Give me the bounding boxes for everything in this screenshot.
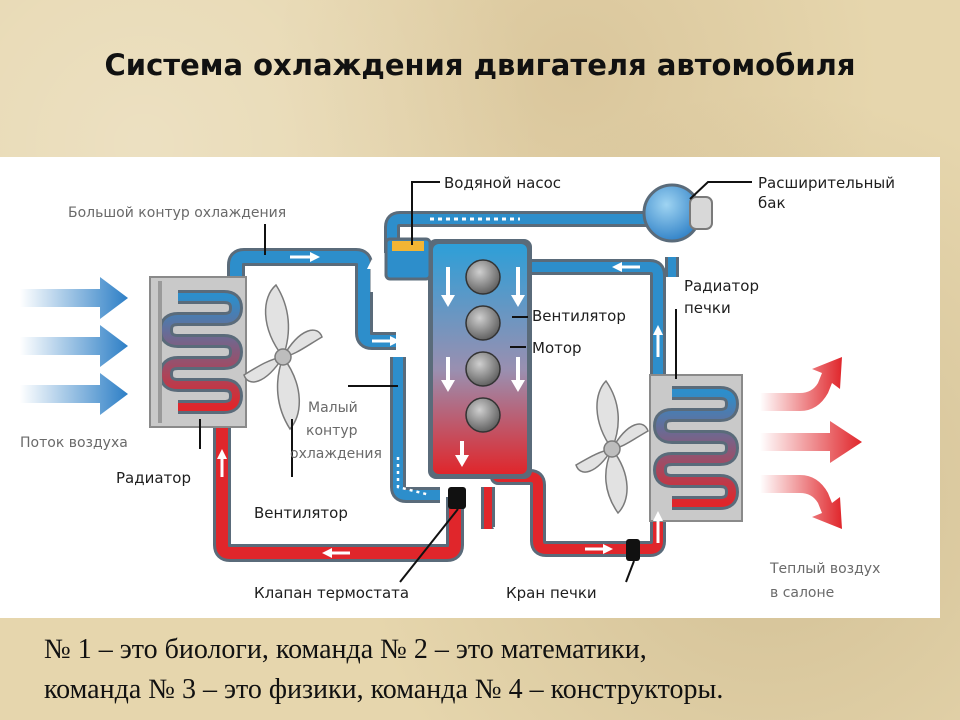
warm-air-label-1: Теплый воздух [769, 561, 880, 577]
radiator-label: Радиатор [116, 469, 191, 487]
engine-block [428, 239, 532, 479]
thermostat-label: Клапан термостата [254, 584, 409, 602]
fan-left-label: Вентилятор [254, 504, 348, 522]
warm-air-label-2: в салоне [770, 585, 834, 601]
hot-return-pipe [200, 406, 464, 562]
tank-feed-pipe [384, 211, 660, 253]
slide-title: Система охлаждения двигателя автомобиля [104, 48, 856, 82]
heater-feed-pipe [510, 259, 666, 382]
cylinder [465, 397, 501, 433]
motor-label: Мотор [532, 339, 582, 357]
heater-radiator-label-1: Радиатор [684, 277, 759, 295]
expansion-tank-label-2: бак [758, 194, 786, 212]
small-circuit-label-1: Малый [308, 400, 358, 416]
water-pump-label: Водяной насос [444, 174, 561, 192]
warm-air-arrows [760, 357, 862, 529]
heater-valve [626, 539, 640, 561]
cylinder [465, 259, 501, 295]
cooling-system-diagram: Водяной насос Расширительный бак Большой… [0, 157, 940, 618]
flow-arrows [217, 252, 663, 558]
cylinder [465, 351, 501, 387]
heater-radiator [649, 374, 743, 522]
leader-lines [199, 181, 752, 583]
water-pump [384, 237, 432, 281]
airflow-label: Поток воздуха [20, 435, 128, 451]
expansion-tank-label-1: Расширительный [758, 174, 895, 192]
small-circuit-pipe [390, 357, 440, 503]
fan-left [243, 283, 323, 431]
fan-right [575, 379, 649, 515]
big-circuit-label: Большой контур охлаждения [68, 205, 286, 221]
small-circuit-label-2: контур [306, 423, 358, 439]
heater-radiator-label-2: печки [684, 299, 731, 317]
caption: № 1 – это биологи, команда № 2 – это мат… [44, 630, 949, 710]
heater-hot-pipe [470, 459, 666, 557]
radiator [149, 276, 247, 428]
heater-valve-label: Кран печки [506, 584, 597, 602]
caption-line-1: № 1 – это биологи, команда № 2 – это мат… [44, 634, 647, 665]
caption-line-2: команда № 3 – это физики, команда № 4 – … [44, 674, 724, 705]
thermostat-valve [448, 487, 466, 509]
cylinder [465, 305, 501, 341]
expansion-tank [642, 183, 713, 243]
fan-right-label: Вентилятор [532, 307, 626, 325]
small-circuit-label-3: охлаждения [290, 446, 382, 462]
airflow-arrows [20, 277, 128, 415]
